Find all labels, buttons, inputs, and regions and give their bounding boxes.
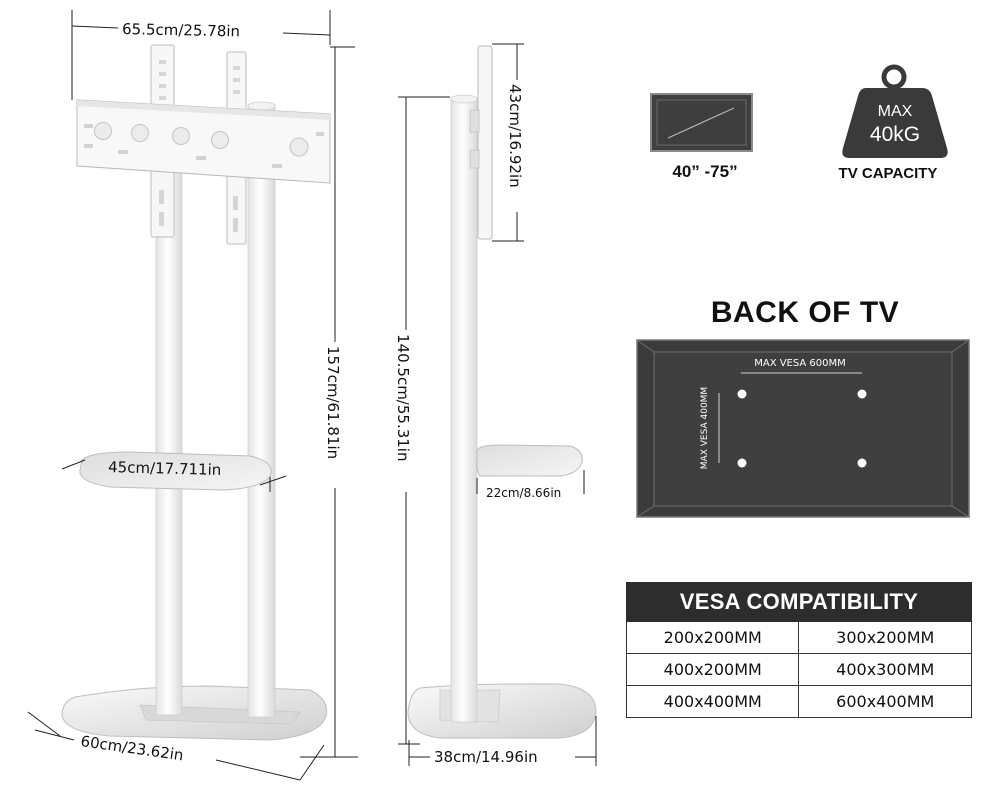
table-row: 200x200MM 300x200MM [625, 621, 972, 654]
dim-top-width: 65.5cm/25.78in [122, 20, 240, 40]
dim-base-depth: 38cm/14.96in [434, 748, 538, 766]
table-cell: 400x200MM [625, 653, 800, 686]
vesa-hole [737, 389, 747, 399]
weight-max-label: MAX [878, 103, 913, 120]
back-of-tv-panel: MAX VESA 600MM MAX VESA 400MM [636, 339, 970, 518]
dim-column-height: 140.5cm/55.31in [394, 334, 412, 461]
vesa-compatibility-table: VESA COMPATIBILITY 200x200MM 300x200MM 4… [625, 582, 972, 718]
front-pole-right [247, 104, 276, 718]
front-shelf [79, 451, 272, 491]
side-pole [450, 97, 478, 723]
tv-capacity-label: TV CAPACITY [838, 165, 938, 182]
table-cell: 400x300MM [798, 653, 972, 686]
table-row: 400x200MM 400x300MM [625, 653, 972, 686]
table-cell: 400x400MM [625, 685, 800, 718]
weight-icon: MAX 40kG [842, 64, 948, 158]
weight-value: 40kG [870, 123, 920, 146]
vesa-table-title: VESA COMPATIBILITY [626, 582, 972, 622]
tv-screen-icon [650, 93, 753, 152]
front-view-stand [61, 44, 331, 741]
max-vesa-horizontal: MAX VESA 600MM [754, 358, 846, 369]
table-cell: 200x200MM [625, 621, 800, 654]
dim-shelf-depth: 22cm/8.66in [486, 486, 561, 500]
table-cell: 600x400MM [798, 685, 972, 718]
front-pole-left [155, 149, 183, 716]
table-row: 400x400MM 600x400MM [625, 685, 972, 718]
vesa-hole [857, 458, 867, 468]
dim-total-height: 157cm/61.81in [324, 346, 342, 459]
dimension-lines [27, 10, 597, 781]
vesa-hole [857, 389, 867, 399]
back-of-tv-title: BACK OF TV [710, 296, 900, 329]
dim-shelf-width: 45cm/17.711in [108, 458, 222, 479]
side-view-stand [407, 45, 597, 739]
table-cell: 300x200MM [798, 621, 972, 654]
tv-size-range: 40” -75” [672, 162, 738, 181]
side-base [407, 683, 597, 739]
max-vesa-vertical: MAX VESA 400MM [700, 387, 710, 469]
vesa-hole [737, 458, 747, 468]
side-shelf [476, 444, 583, 477]
side-mount [477, 45, 493, 240]
dim-mount-height: 43cm/16.92in [506, 84, 524, 188]
